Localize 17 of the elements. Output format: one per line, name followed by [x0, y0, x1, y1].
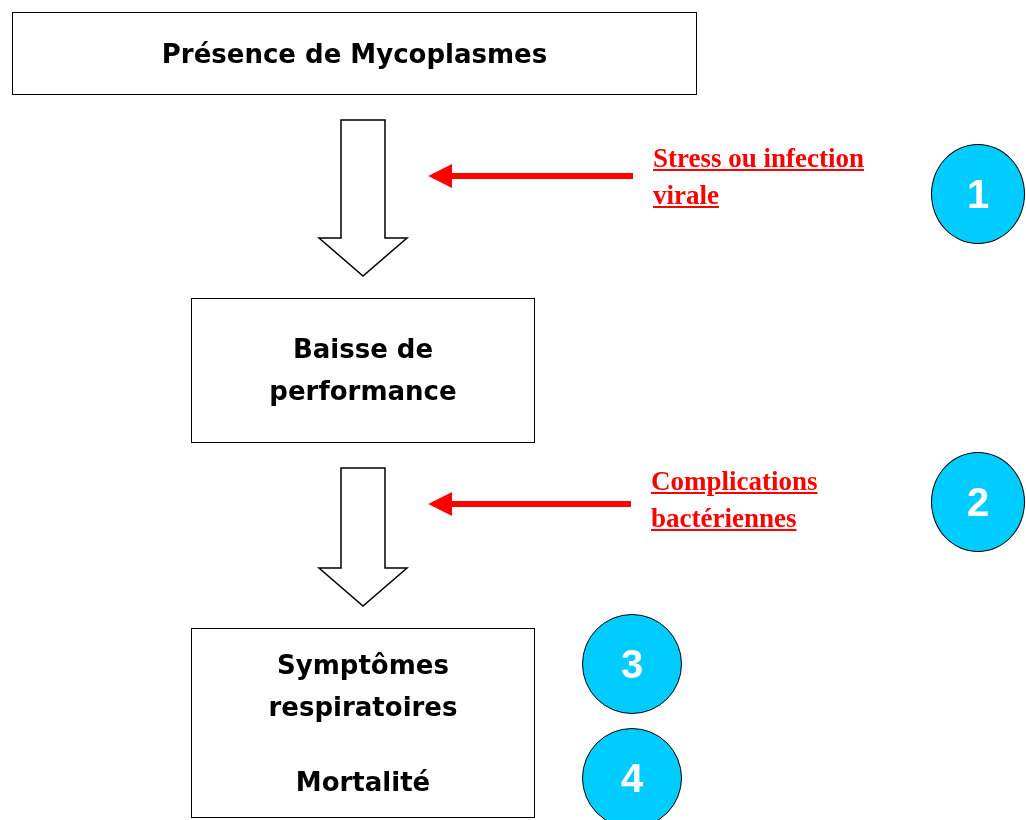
circle-number: 2	[966, 479, 990, 525]
process-box	[191, 298, 535, 443]
block-arrow	[317, 119, 409, 277]
circle-number: 4	[620, 755, 644, 801]
note-text: Complications bactériennes	[651, 463, 871, 539]
box-label: Symptômes respiratoires	[267, 649, 459, 724]
circle-number: 1	[966, 171, 990, 217]
box-label: Présence de Mycoplasmes	[160, 38, 549, 71]
process-box	[191, 628, 535, 818]
circle-number: 3	[620, 641, 644, 687]
arrow	[428, 492, 631, 516]
box-label: Mortalité	[294, 766, 432, 799]
note-text: Stress ou infection virale	[653, 140, 915, 216]
block-arrow	[317, 467, 409, 607]
process-box	[12, 12, 697, 95]
arrow	[428, 164, 633, 188]
box-label: Baisse de performance	[268, 333, 458, 408]
